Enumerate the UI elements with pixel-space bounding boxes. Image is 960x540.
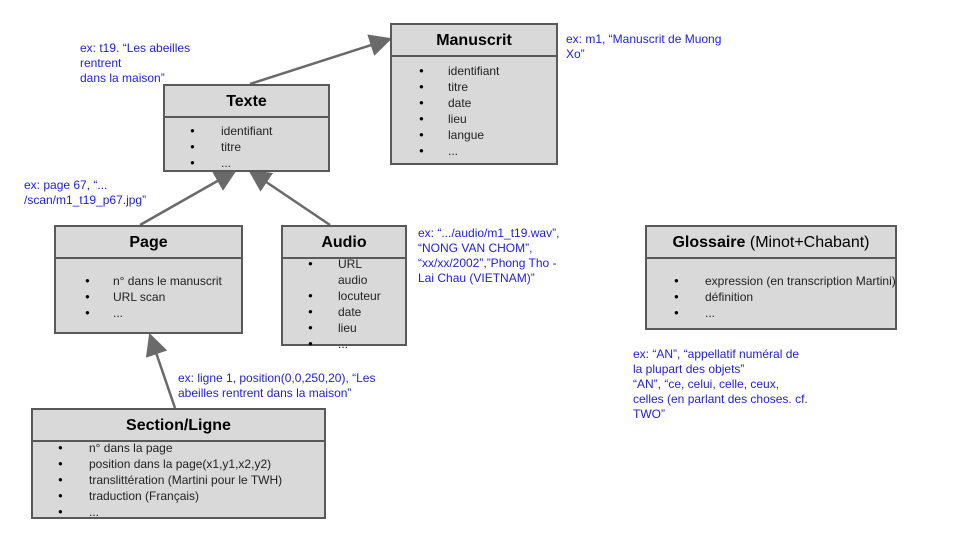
list-item: lieu bbox=[283, 320, 405, 336]
list-item: locuteur bbox=[283, 288, 405, 304]
manuscrit-title: Manuscrit bbox=[392, 25, 556, 57]
glossaire-title: Glossaire (Minot+Chabant) bbox=[647, 227, 895, 259]
list-item: lieu bbox=[392, 111, 556, 127]
list-item: définition bbox=[647, 289, 895, 305]
list-item: ... bbox=[392, 143, 556, 159]
page-example-note: ex: page 67, “... /scan/m1_t19_p67.jpg” bbox=[24, 178, 147, 207]
audio-example-note: ex: “.../audio/m1_t19.wav”, “NONG VAN CH… bbox=[418, 226, 560, 285]
texte-box[interactable]: Texte identifiant titre ... bbox=[163, 84, 330, 172]
list-item: ... bbox=[647, 305, 895, 321]
list-item: n° dans la page bbox=[33, 440, 324, 456]
list-item: identifiant bbox=[392, 63, 556, 79]
list-item: identifiant bbox=[165, 123, 328, 139]
list-item: date bbox=[283, 304, 405, 320]
list-item: position dans la page(x1,y1,x2,y2) bbox=[33, 456, 324, 472]
list-item: ... bbox=[33, 504, 324, 520]
manuscrit-box[interactable]: Manuscrit identifiant titre date lieu la… bbox=[390, 23, 558, 165]
list-item: n° dans le manuscrit bbox=[56, 273, 241, 289]
page-box[interactable]: Page n° dans le manuscrit URL scan ... bbox=[54, 225, 243, 334]
list-item: URL scan bbox=[56, 289, 241, 305]
texte-attributes: identifiant titre ... bbox=[165, 123, 328, 171]
arrow-page-to-texte bbox=[139, 169, 237, 227]
list-item: langue bbox=[392, 127, 556, 143]
list-item: traduction (Français) bbox=[33, 488, 324, 504]
list-item: translittération (Martini pour le TWH) bbox=[33, 472, 324, 488]
glossaire-example-note: ex: “AN”, “appellatif numéral de la plup… bbox=[633, 347, 808, 421]
arrow-texte-to-manuscrit bbox=[249, 34, 393, 86]
section-ligne-box[interactable]: Section/Ligne n° dans la page position d… bbox=[31, 408, 326, 520]
audio-box[interactable]: Audio URL audio locuteur date lieu ... bbox=[281, 225, 407, 352]
list-item: ... bbox=[165, 155, 328, 171]
glossaire-title-sub: (Minot+Chabant) bbox=[749, 234, 870, 251]
page-title: Page bbox=[56, 227, 241, 259]
arrow-audio-to-texte bbox=[248, 169, 331, 227]
manuscrit-attributes: identifiant titre date lieu langue ... bbox=[392, 63, 556, 159]
list-item: audio bbox=[338, 273, 368, 287]
manuscrit-example-note: ex: m1, “Manuscrit de Muong Xo” bbox=[566, 32, 722, 61]
section-ligne-attributes: n° dans la page position dans la page(x1… bbox=[33, 440, 324, 520]
audio-attributes: URL audio locuteur date lieu ... bbox=[283, 256, 405, 352]
arrow-section-to-page bbox=[145, 332, 177, 409]
list-item: ... bbox=[283, 336, 405, 352]
section-example-note: ex: ligne 1, position(0,0,250,20), “Les … bbox=[178, 371, 376, 400]
glossaire-attributes: expression (en transcription Martini) dé… bbox=[647, 273, 896, 321]
list-item: date bbox=[392, 95, 556, 111]
list-item: titre bbox=[165, 139, 328, 155]
glossaire-box[interactable]: Glossaire (Minot+Chabant) expression (en… bbox=[645, 225, 897, 330]
list-item: titre bbox=[392, 79, 556, 95]
texte-example-note: ex: t19. “Les abeilles rentrent dans la … bbox=[80, 41, 191, 85]
list-item: URL bbox=[283, 256, 405, 272]
section-ligne-title: Section/Ligne bbox=[33, 410, 324, 442]
page-attributes: n° dans le manuscrit URL scan ... bbox=[56, 273, 241, 321]
list-item: ... bbox=[56, 305, 241, 321]
list-item: expression (en transcription Martini) bbox=[647, 273, 896, 289]
texte-title: Texte bbox=[165, 86, 328, 118]
audio-title: Audio bbox=[283, 227, 405, 259]
glossaire-title-main: Glossaire bbox=[672, 234, 746, 251]
